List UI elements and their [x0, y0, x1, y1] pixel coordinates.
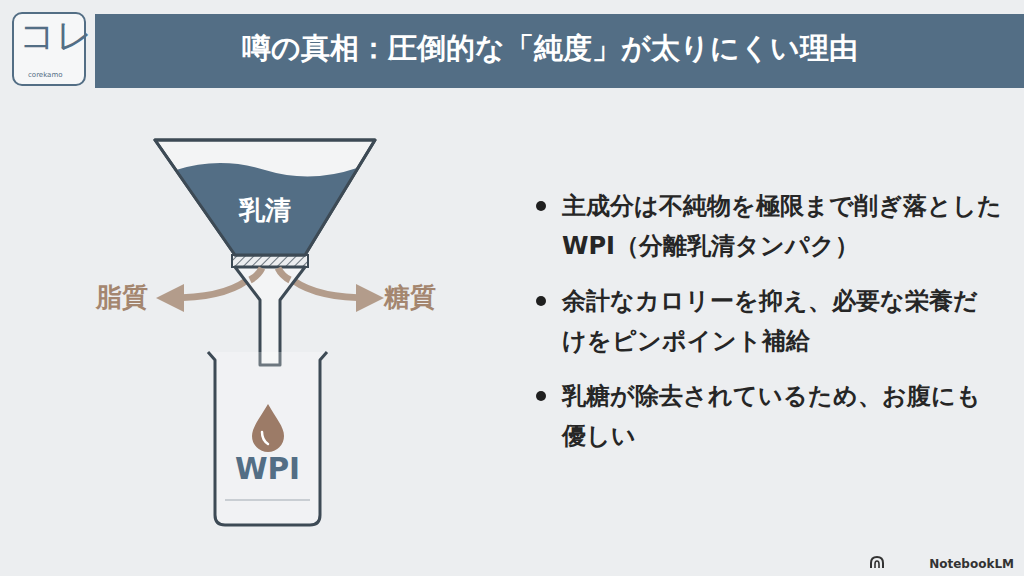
bullet-list: 主成分は不純物を極限まで削ぎ落とした WPI（分離乳清タンパク） 余計なカロリーを… [532, 186, 1002, 471]
beaker-outline [200, 345, 335, 535]
wpi-label: WPI [200, 453, 335, 486]
whey-label: 乳清 [195, 196, 335, 225]
funnel: 乳清 [150, 132, 382, 367]
bullet-text: 乳糖が除去されているため、お腹にも優しい [562, 376, 1002, 456]
bullet-item: 乳糖が除去されているため、お腹にも優しい [532, 376, 1002, 456]
funnel-outline [150, 132, 382, 367]
bullet-text: 主成分は不純物を極限まで削ぎ落とした WPI（分離乳清タンパク） [562, 186, 1002, 266]
bullet-dot [536, 201, 546, 211]
bullet-item: 余計なカロリーを抑え、必要な栄養だけをピンポイント補給 [532, 281, 1002, 361]
bullet-dot [536, 296, 546, 306]
notebooklm-icon [871, 557, 883, 568]
fat-arrow [170, 281, 246, 298]
sugar-arrow [294, 281, 370, 298]
slide-title: 噂の真相：圧倒的な「純度」が太りにくい理由 [100, 28, 1000, 68]
bullet-dot [536, 391, 546, 401]
logo-text: コレ [19, 16, 93, 56]
header-band [95, 14, 1024, 88]
bullet-text: 余計なカロリーを抑え、必要な栄養だけをピンポイント補給 [562, 281, 1002, 361]
beaker: WPI [200, 345, 335, 535]
watermark: NotebookLM [929, 557, 1014, 571]
logo-subtext: corekamo [28, 72, 62, 80]
sugar-label: 糖質 [384, 282, 436, 313]
logo-box: コレcorekamo [12, 12, 86, 86]
bullet-item: 主成分は不純物を極限まで削ぎ落とした WPI（分離乳清タンパク） [532, 186, 1002, 266]
fat-label: 脂質 [96, 282, 148, 313]
